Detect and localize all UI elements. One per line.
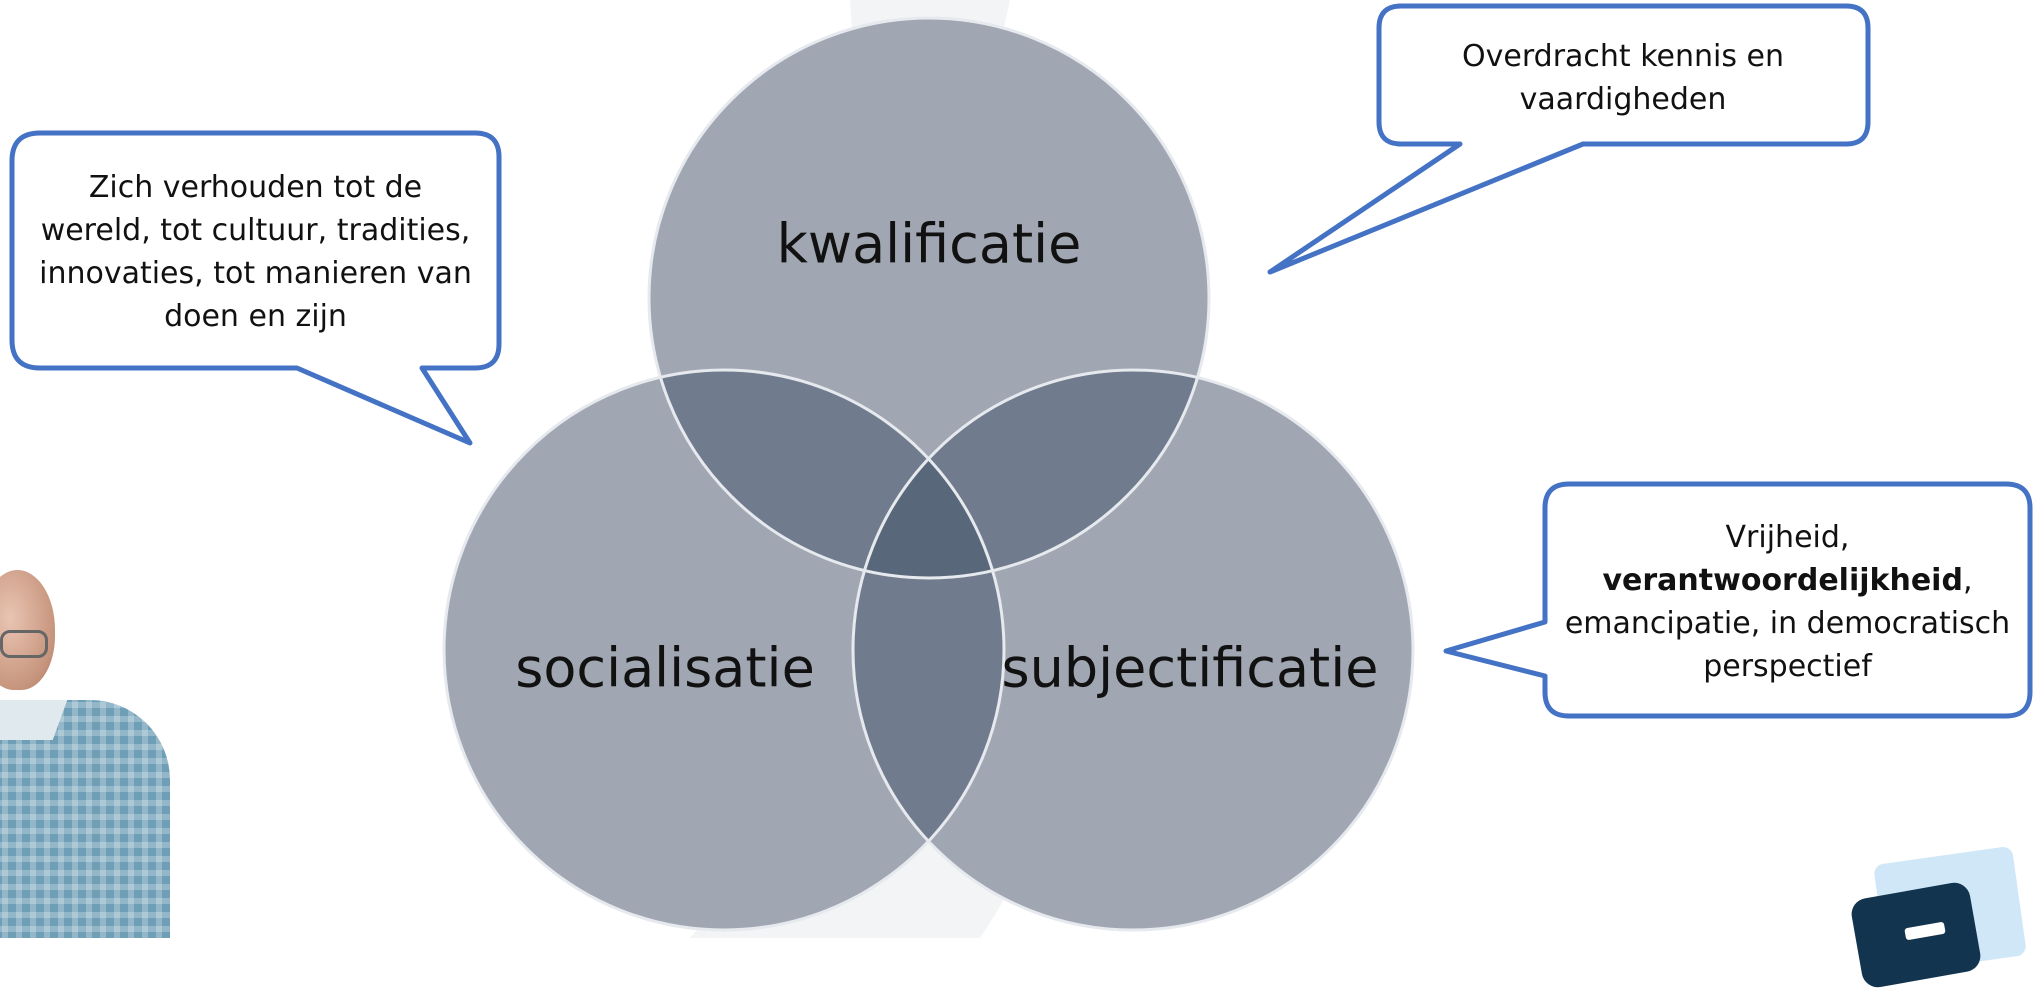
label-socialisatie: socialisatie — [515, 636, 815, 700]
callout-bubble-right — [1443, 481, 2033, 719]
person-shirt — [0, 700, 170, 938]
person-photo — [0, 560, 175, 938]
circle-outline-left — [442, 368, 1006, 932]
callout-right-bold-word: verantwoordelijkheid — [1602, 563, 1963, 598]
callout-left-line: wereld, tot cultuur, tradities, — [40, 213, 471, 248]
callout-left-line: doen en zijn — [164, 299, 347, 334]
callout-left-line: innovaties, tot manieren van — [39, 256, 472, 291]
circle-outline-right — [851, 368, 1415, 932]
callout-text-left: Zich verhouden tot de wereld, tot cultuu… — [14, 166, 497, 338]
venn-diagram — [9, 0, 2033, 938]
callout-bubble-top-right — [1267, 3, 1871, 275]
callout-text-top-right: Overdracht kennis en vaardigheden — [1380, 35, 1866, 121]
overlap-top-right — [853, 370, 1209, 578]
person-glasses — [0, 630, 48, 658]
callout-right-line: Vrijheid, — [1725, 520, 1850, 555]
callout-right-line: emancipatie, in democratisch — [1564, 606, 2011, 641]
label-kwalificatie: kwalificatie — [776, 212, 1082, 276]
callout-text-right: Vrijheid, verantwoordelijkheid, emancipa… — [1547, 516, 2028, 688]
callout-right-line: verantwoordelijkheid, — [1547, 559, 2028, 602]
callout-right-line: perspectief — [1703, 649, 1872, 684]
callout-left-line: Zich verhouden tot de — [88, 170, 423, 205]
callout-top-right-line: Overdracht kennis en — [1462, 39, 1784, 74]
callout-top-right-line: vaardigheden — [1519, 82, 1727, 117]
overlap-top-left — [649, 370, 1004, 578]
circle-outline-top — [647, 16, 1211, 580]
callout-right-comma: , — [1962, 563, 1973, 598]
label-subjectificatie: subjectificatie — [1001, 636, 1379, 700]
callout-bubble-left — [9, 130, 502, 446]
